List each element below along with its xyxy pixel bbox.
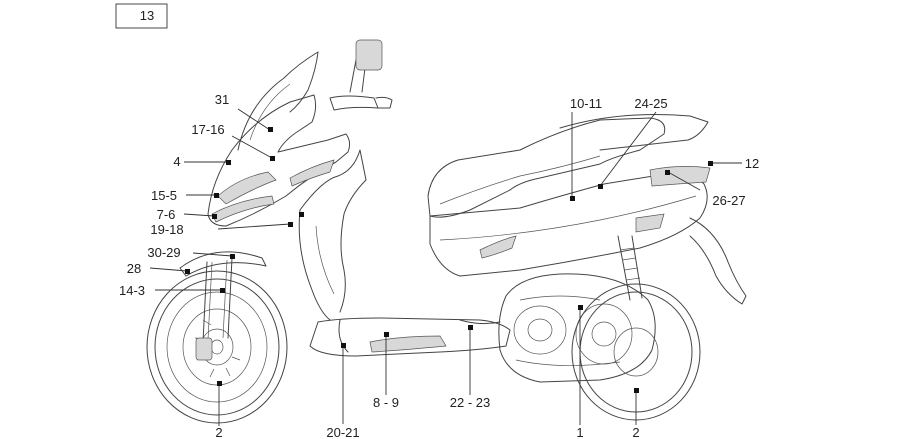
label-15-5: 15-5 [151,188,177,203]
label-22-23: 22 - 23 [450,395,490,410]
label-markers [185,127,713,393]
label-2-front: 2 [215,425,222,439]
page-number-box: 13 [115,3,168,29]
label-8-9: 8 - 9 [373,395,399,410]
label-17-16: 17-16 [191,122,224,137]
label-2-rear: 2 [632,425,639,439]
label-10-11: 10-11 [570,96,602,111]
label-1: 1 [576,425,583,439]
label-24-25: 24-25 [634,96,667,111]
label-4: 4 [173,154,180,169]
label-20-21: 20-21 [326,425,359,439]
label-31: 31 [215,92,229,107]
page-number: 13 [140,8,154,23]
label-14-3: 14-3 [119,283,145,298]
scooter-outline [146,39,747,424]
label-12: 12 [745,156,759,171]
label-7-6: 7-6 [157,207,176,222]
label-28: 28 [127,261,141,276]
callout-labels: 31 17-16 4 15-5 7-6 19-18 30-29 28 14-3 … [119,92,759,439]
label-19-18: 19-18 [150,222,183,237]
label-30-29: 30-29 [147,245,180,260]
label-26-27: 26-27 [712,193,745,208]
leader-lines [149,108,742,426]
